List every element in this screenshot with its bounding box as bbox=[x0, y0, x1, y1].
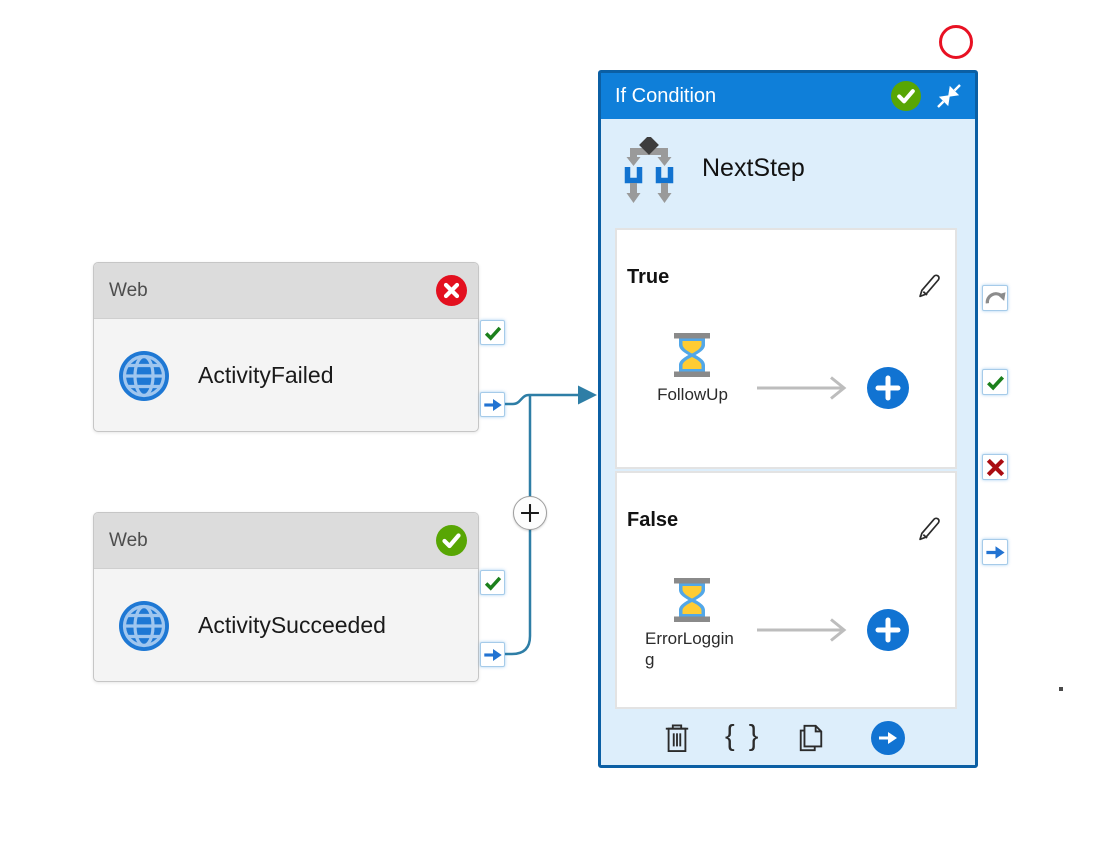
check-icon bbox=[484, 326, 501, 341]
activity-type-label: Web bbox=[109, 529, 148, 551]
add-activity-on-connector-button[interactable] bbox=[513, 496, 547, 530]
web-failed-completion-port[interactable] bbox=[480, 392, 505, 417]
check-icon bbox=[986, 375, 1004, 390]
annotation-circle bbox=[939, 25, 973, 59]
trash-icon[interactable] bbox=[663, 722, 691, 754]
if-completion-port[interactable] bbox=[982, 539, 1008, 565]
skip-arrow-icon bbox=[985, 291, 1006, 303]
status-failed-icon bbox=[436, 275, 467, 306]
wait-activity-node[interactable] bbox=[670, 577, 714, 623]
true-activity-name: FollowUp bbox=[657, 385, 728, 404]
collapse-icon[interactable] bbox=[936, 83, 962, 109]
if-condition-activity[interactable]: If Condition bbox=[598, 70, 978, 768]
braces-icon[interactable]: { } bbox=[725, 720, 762, 752]
arrow-right-circle-icon[interactable] bbox=[871, 721, 905, 755]
add-activity-button[interactable] bbox=[867, 609, 909, 651]
activity-header: Web bbox=[94, 263, 478, 319]
false-activity-name: ErrorLogging bbox=[645, 629, 734, 669]
activity-body: ActivityFailed bbox=[94, 319, 478, 431]
true-branch-label: True bbox=[627, 266, 670, 288]
branch-icon bbox=[620, 137, 678, 207]
if-condition-name: NextStep bbox=[702, 154, 805, 182]
status-succeeded-icon bbox=[891, 81, 921, 111]
arrow-right-icon bbox=[483, 398, 502, 411]
false-branch-card: False ErrorLogging bbox=[615, 471, 957, 709]
hourglass-icon bbox=[674, 333, 710, 377]
globe-icon bbox=[118, 600, 170, 652]
if-failed-port[interactable] bbox=[982, 454, 1008, 480]
artifact-dot bbox=[1059, 687, 1063, 691]
web-succeeded-success-port[interactable] bbox=[480, 570, 505, 595]
hourglass-icon bbox=[674, 578, 710, 622]
if-succeeded-port[interactable] bbox=[982, 369, 1008, 395]
web-activity-failed[interactable]: Web bbox=[93, 262, 479, 432]
arrow-right-icon bbox=[985, 545, 1005, 559]
activity-name: ActivitySucceeded bbox=[198, 612, 386, 638]
if-condition-header[interactable]: If Condition bbox=[601, 73, 975, 119]
activity-body: ActivitySucceeded bbox=[94, 569, 478, 681]
true-branch-card: True FollowUp bbox=[615, 228, 957, 469]
activity-header: Web bbox=[94, 513, 478, 569]
pencil-icon[interactable] bbox=[913, 515, 943, 545]
web-failed-success-port[interactable] bbox=[480, 320, 505, 345]
false-branch-label: False bbox=[627, 509, 679, 531]
status-succeeded-icon bbox=[436, 525, 467, 556]
wait-activity-node[interactable] bbox=[670, 332, 714, 378]
connector-arrowhead-icon bbox=[578, 385, 597, 405]
activity-name: ActivityFailed bbox=[198, 362, 334, 388]
web-succeeded-completion-port[interactable] bbox=[480, 642, 505, 667]
flow-arrow-icon bbox=[755, 375, 850, 401]
x-icon bbox=[986, 458, 1004, 476]
if-skipped-port[interactable] bbox=[982, 285, 1008, 311]
globe-icon bbox=[118, 350, 170, 402]
flow-arrow-icon bbox=[755, 617, 850, 643]
web-activity-succeeded[interactable]: Web bbox=[93, 512, 479, 682]
if-condition-type-label: If Condition bbox=[615, 84, 717, 107]
add-activity-button[interactable] bbox=[867, 367, 909, 409]
plus-icon bbox=[521, 504, 539, 522]
arrow-right-icon bbox=[483, 648, 502, 661]
check-icon bbox=[484, 576, 501, 591]
activity-type-label: Web bbox=[109, 279, 148, 301]
pencil-icon[interactable] bbox=[913, 272, 943, 302]
copy-icon[interactable] bbox=[797, 723, 825, 753]
